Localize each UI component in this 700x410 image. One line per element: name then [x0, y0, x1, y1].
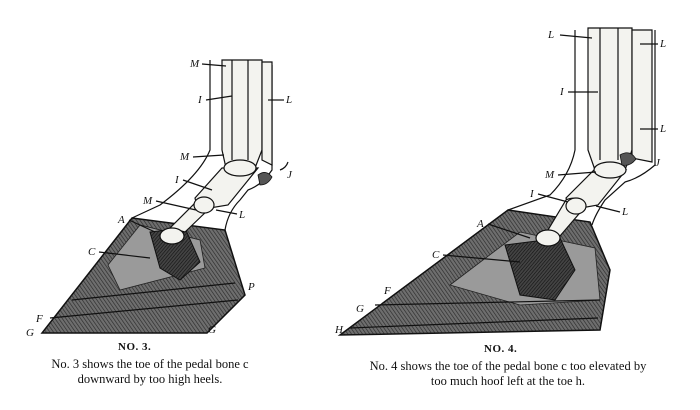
figure-3-caption-line-1: No. 3 shows the toe of the pedal bone c — [51, 357, 249, 371]
fig3-label-m1: M — [189, 58, 200, 70]
figure-4-caption-line-2: too much hoof left at the toe h. — [430, 374, 586, 388]
fig3-label-i2: I — [174, 174, 180, 186]
fig4-label-h: H — [334, 324, 344, 336]
fig4-label-top: L — [547, 29, 554, 41]
fig3-label-g-right: G — [208, 324, 216, 336]
figure-4-title: NO. 4. — [484, 343, 518, 355]
fig3-label-i1: I — [197, 94, 203, 106]
fig3-label-l1: L — [285, 94, 292, 106]
figure-4-caption: No. 4 shows the toe of the pedal bone c … — [318, 359, 698, 389]
figure-4-caption-line-1: No. 4 shows the toe of the pedal bone c … — [369, 359, 647, 373]
fig3-label-a: A — [117, 214, 125, 226]
fig3-label-g-left: G — [26, 327, 34, 339]
fig3-label-l2: L — [238, 209, 245, 221]
figure-3-caption-line-2: downward by too high heels. — [77, 372, 223, 386]
figure-3-drawing — [40, 59, 289, 334]
fig3-label-f: F — [35, 313, 43, 325]
fig4-label-a: A — [476, 218, 484, 230]
fig3-label-p: P — [247, 281, 255, 293]
figure-3-title: NO. 3. — [118, 341, 152, 353]
figure-4-drawing — [337, 27, 656, 336]
fig4-label-m1: M — [544, 169, 555, 181]
fig4-label-l3: L — [621, 206, 628, 218]
fig3-label-m2: M — [179, 151, 190, 163]
fig4-label-f: F — [383, 285, 391, 297]
figure-3-caption: No. 3 shows the toe of the pedal bone c … — [0, 357, 300, 387]
fig4-label-g: G — [356, 303, 364, 315]
fig4-label-c: C — [432, 249, 440, 261]
figure-4-labels: L L I L M J I L A C F G H — [334, 29, 666, 336]
figure-3-labels: M I L M J I M L A C P F G G — [26, 58, 293, 339]
cannon-bone-fig3 — [221, 59, 263, 169]
fig4-label-l1: L — [659, 38, 666, 50]
fig4-label-i1: I — [559, 86, 565, 98]
fig3-label-j: J — [287, 169, 293, 181]
cannon-bone-fig4 — [587, 27, 633, 171]
fig4-label-l2: L — [659, 123, 666, 135]
fig4-label-j: J — [655, 157, 661, 169]
fig4-label-i2: I — [529, 188, 535, 200]
fig3-label-c: C — [88, 246, 96, 258]
fig3-label-m3: M — [142, 195, 153, 207]
